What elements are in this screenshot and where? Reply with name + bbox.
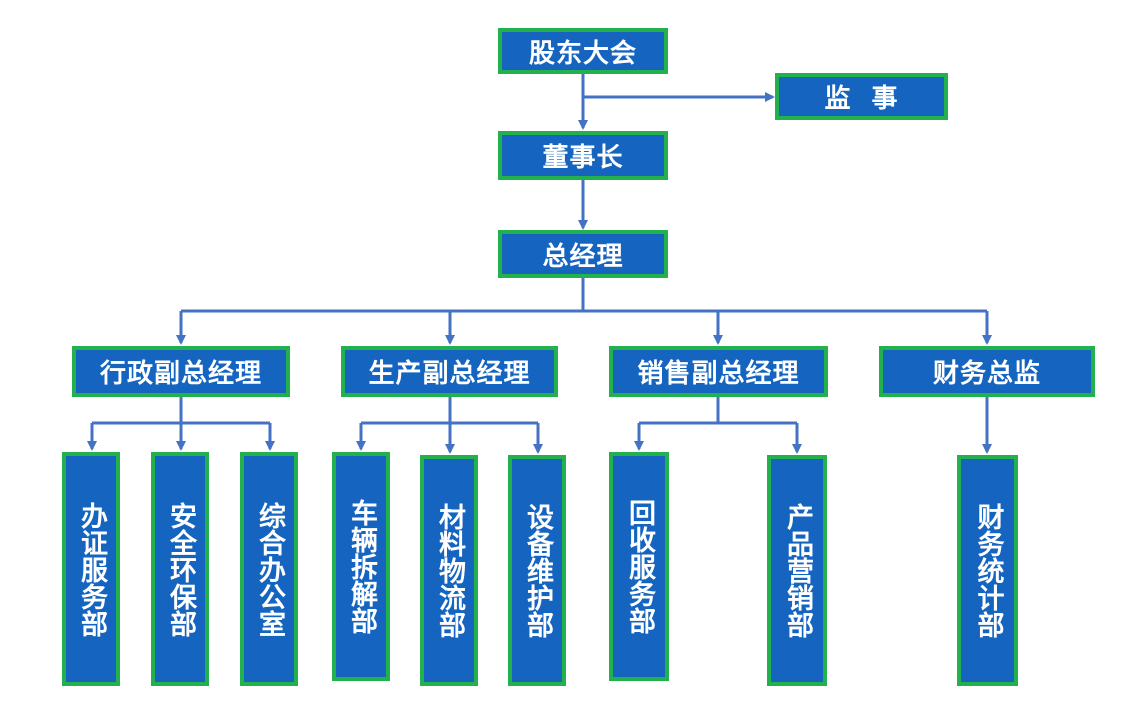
node-vp-admin: 行政副总经理 bbox=[72, 346, 290, 397]
node-dept-certificate-service: 办证服务部 bbox=[62, 452, 120, 686]
node-finance-director: 财务总监 bbox=[879, 346, 1095, 397]
node-dept-general-office: 综合办公室 bbox=[240, 452, 298, 686]
node-supervisor: 监 事 bbox=[775, 73, 948, 120]
node-dept-finance-statistics: 财务统计部 bbox=[957, 455, 1018, 686]
node-dept-recycling-service: 回收服务部 bbox=[609, 452, 669, 681]
node-general-manager: 总经理 bbox=[498, 230, 668, 278]
node-dept-material-logistics: 材料物流部 bbox=[420, 455, 478, 686]
node-shareholders: 股东大会 bbox=[498, 28, 668, 74]
node-chairman: 董事长 bbox=[498, 131, 668, 180]
node-vp-sales: 销售副总经理 bbox=[609, 346, 828, 397]
node-dept-equipment-maintenance: 设备维护部 bbox=[508, 455, 566, 686]
node-vp-production: 生产副总经理 bbox=[341, 346, 558, 397]
node-dept-safety-env: 安全环保部 bbox=[151, 452, 209, 686]
node-dept-product-marketing: 产品营销部 bbox=[767, 455, 827, 686]
node-dept-vehicle-dismantling: 车辆拆解部 bbox=[332, 452, 390, 681]
